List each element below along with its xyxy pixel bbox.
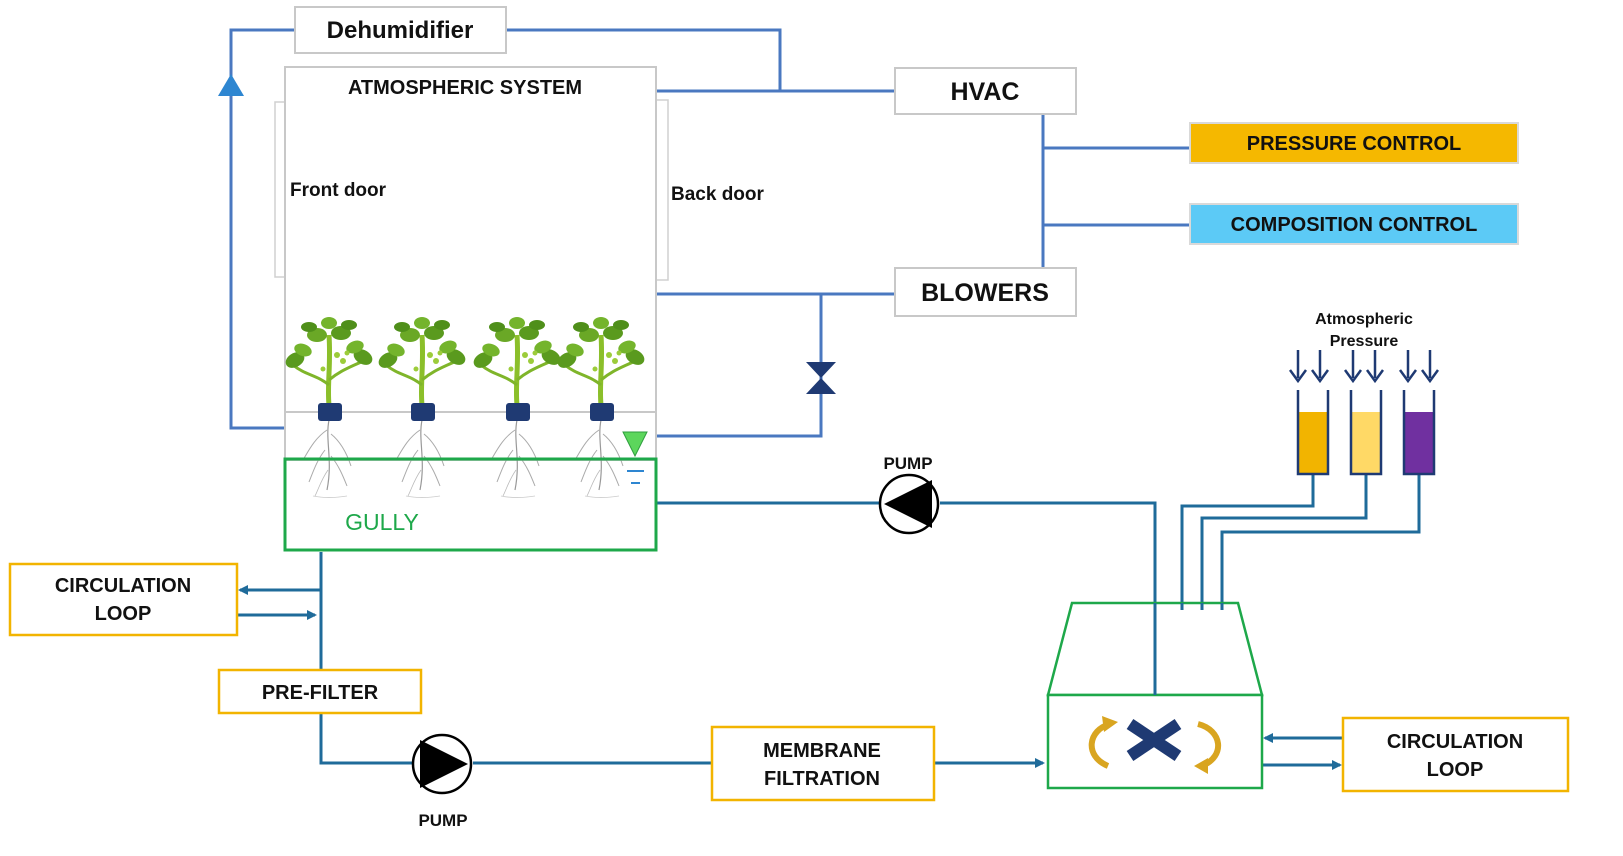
circulation-loop-right-line2: LOOP	[1427, 759, 1484, 781]
blowers-label: BLOWERS	[921, 279, 1049, 307]
pre-filter-box[interactable]: PRE-FILTER	[217, 668, 423, 715]
membrane-filtration-box[interactable]: MEMBRANE FILTRATION	[710, 725, 936, 802]
down-arrow-icon	[1343, 350, 1363, 384]
gully-label: GULLY	[345, 509, 419, 535]
circulation-loop-right-line1: CIRCULATION	[1387, 731, 1523, 753]
valve-pipe	[656, 294, 823, 438]
tomato-plant-icon	[283, 317, 375, 499]
pump-bottom-label: PUMP	[418, 811, 467, 830]
membrane-filtration-line2: FILTRATION	[764, 768, 880, 790]
tomato-plant-icon	[376, 317, 468, 499]
gully-box[interactable]: GULLY	[283, 457, 658, 552]
tank-purple	[1402, 390, 1436, 476]
circulation-loop-right-box[interactable]: CIRCULATION LOOP	[1341, 716, 1570, 793]
tank-light-yellow	[1349, 390, 1383, 476]
inverted-triangle-level-icon	[622, 431, 648, 484]
dehumidifier-return-pipe	[229, 28, 295, 430]
flow-up-arrow-icon	[218, 74, 244, 96]
down-arrow-icon	[1398, 350, 1418, 384]
tomato-plant-icon	[471, 317, 563, 499]
down-arrow-icon	[1420, 350, 1440, 384]
tank2-pipe	[1200, 474, 1368, 603]
tank-dark-yellow	[1296, 390, 1330, 476]
pump-top[interactable]: PUMP	[878, 454, 940, 535]
down-arrow-icon	[1365, 350, 1385, 384]
membrane-filtration-line1: MEMBRANE	[763, 740, 881, 762]
atmospheric-system-chamber: ATMOSPHERIC SYSTEM Front door Back door	[274, 66, 765, 461]
atmospheric-pressure-label-line1: Atmospheric	[1315, 311, 1413, 328]
pump-bottom[interactable]: PUMP	[411, 733, 473, 830]
mixer-tank[interactable]	[1046, 601, 1264, 790]
atmospheric-pressure-group: Atmospheric Pressure	[1288, 311, 1440, 476]
circulation-loop-left-box[interactable]: CIRCULATION LOOP	[8, 562, 239, 637]
pump-top-label: PUMP	[883, 454, 932, 473]
back-door-label: Back door	[671, 184, 765, 205]
composition-control-box[interactable]: COMPOSITION CONTROL	[1189, 203, 1519, 245]
back-door-panel[interactable]	[655, 99, 669, 281]
pressure-control-label: PRESSURE CONTROL	[1247, 133, 1461, 155]
dehumidifier-box[interactable]: Dehumidifier	[294, 6, 507, 54]
dehumidifier-label: Dehumidifier	[327, 17, 474, 44]
down-arrow-icon	[1288, 350, 1308, 384]
bowtie-valve-icon[interactable]	[806, 362, 836, 394]
hvac-box[interactable]: HVAC	[894, 67, 1077, 115]
circulation-loop-left-line2: LOOP	[95, 603, 152, 625]
pressure-control-box[interactable]: PRESSURE CONTROL	[1189, 122, 1519, 164]
flow-arrows	[237, 585, 1343, 770]
gully-drain-pipe	[319, 552, 413, 765]
pre-filter-label: PRE-FILTER	[262, 682, 379, 704]
plants	[283, 317, 647, 499]
tank1-pipe	[1180, 474, 1315, 603]
dehumidifier-hvac-pipe	[506, 28, 782, 91]
blowers-box[interactable]: BLOWERS	[894, 267, 1077, 317]
tomato-plant-icon	[555, 317, 647, 499]
air-pipes	[229, 28, 1190, 438]
pump-triangle-icon	[411, 733, 473, 795]
hvac-label: HVAC	[951, 78, 1020, 106]
atmospheric-system-title: ATMOSPHERIC SYSTEM	[348, 77, 582, 99]
rotating-arrows-cross-icon	[1088, 716, 1222, 774]
down-arrow-icon	[1310, 350, 1330, 384]
composition-control-label: COMPOSITION CONTROL	[1231, 214, 1478, 236]
tank3-pipe	[1220, 474, 1421, 603]
circulation-loop-left-line1: CIRCULATION	[55, 575, 191, 597]
pump-triangle-icon	[878, 473, 940, 535]
front-door-label: Front door	[290, 180, 387, 201]
atmospheric-pressure-label-line2: Pressure	[1330, 333, 1399, 350]
